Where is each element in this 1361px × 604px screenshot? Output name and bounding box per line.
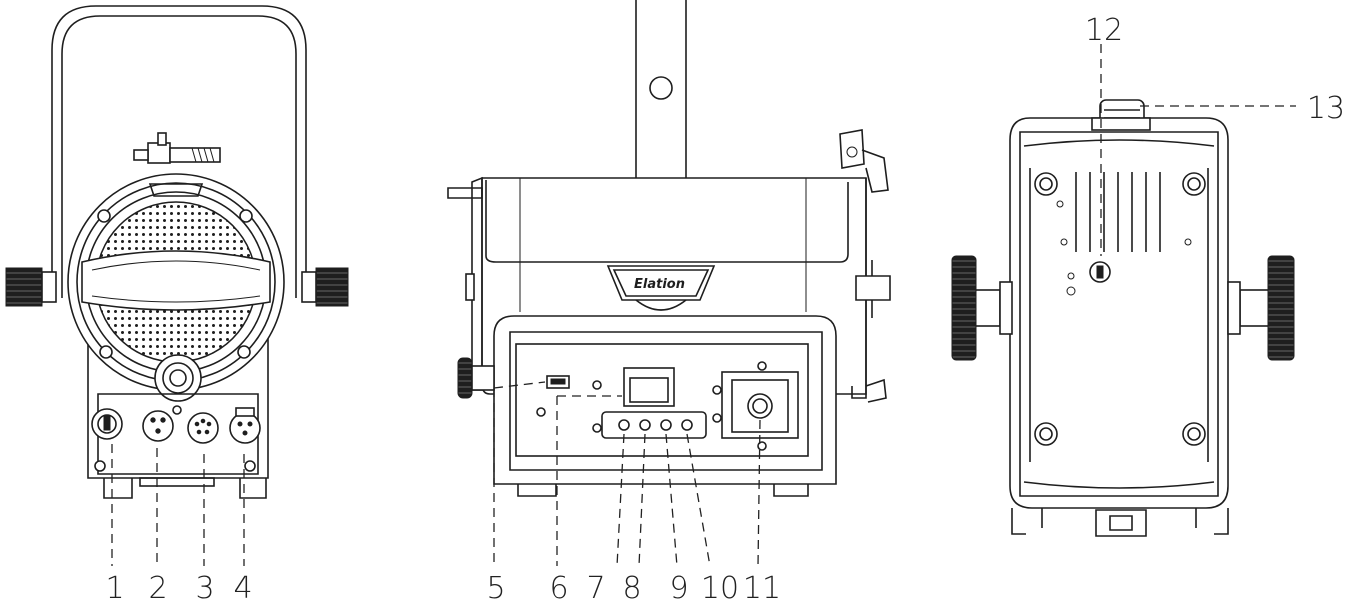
up-button: [639, 419, 651, 431]
callout-11: 11: [743, 571, 781, 604]
brand-logo: Elation: [634, 277, 685, 292]
callout-8: 8: [622, 571, 641, 604]
callout-6: 6: [549, 571, 568, 604]
callout-12: 12: [1085, 13, 1123, 48]
left-yoke-knob: [5, 267, 43, 307]
callout-7: 7: [586, 571, 605, 604]
callout-9: 9: [669, 571, 688, 604]
lcd-display: [623, 367, 675, 407]
front-view: 1 2 3 4: [5, 5, 349, 604]
callout-4: 4: [233, 571, 252, 604]
callout-3: 3: [195, 571, 214, 604]
rear-view: Elation: [447, 0, 891, 604]
down-button: [660, 419, 672, 431]
top-right-knob: [1267, 255, 1295, 361]
top-left-knob: [951, 255, 977, 361]
callout-13: 13: [1307, 91, 1345, 126]
top-view: 12 13: [951, 13, 1345, 537]
enter-button: [681, 419, 693, 431]
rear-side-knob: [457, 357, 473, 399]
callout-2: 2: [148, 571, 167, 604]
callout-5: 5: [486, 571, 505, 604]
menu-button: [618, 419, 630, 431]
right-yoke-knob: [315, 267, 349, 307]
callout-1: 1: [105, 571, 124, 604]
callout-10: 10: [701, 571, 739, 604]
